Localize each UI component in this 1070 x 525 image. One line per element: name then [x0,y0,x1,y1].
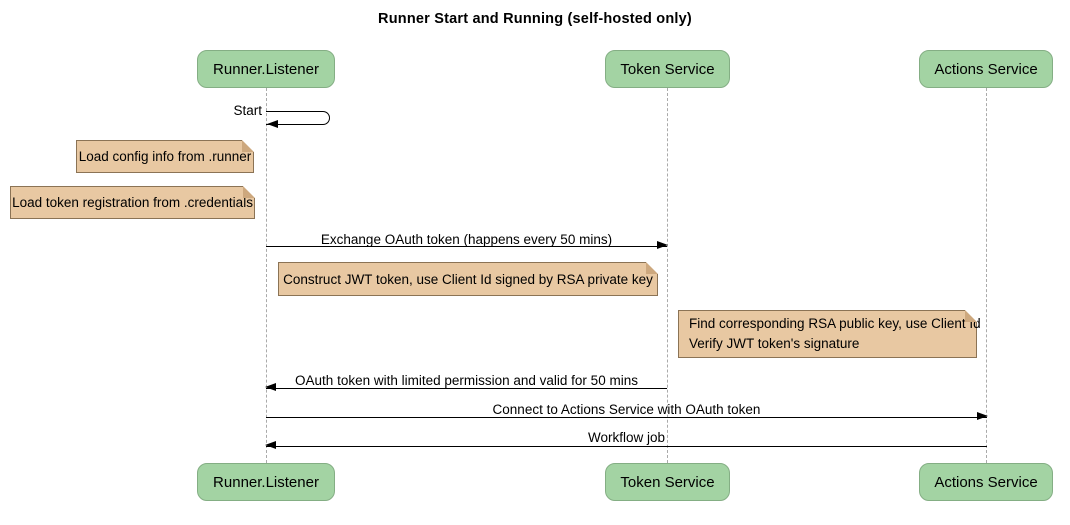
message-exchange-oauth-label: Exchange OAuth token (happens every 50 m… [320,232,613,247]
message-oauth-return-label: OAuth token with limited permission and … [295,373,638,388]
message-workflow-job-arrow [265,441,987,449]
arrowhead-left-icon [265,441,276,449]
note-text: Construct JWT token, use Client Id signe… [283,271,653,287]
arrowhead-right-icon [657,241,668,249]
note-text-line2: Verify JWT token's signature [689,336,860,351]
note-verify-jwt: Find corresponding RSA public key, use C… [678,310,981,358]
participant-actions-service-bottom: Actions Service [919,463,1053,501]
note-text: Load token registration from .credential… [12,195,253,210]
participant-runner-listener-top: Runner.Listener [197,50,335,88]
lifeline-actions-service [986,88,987,463]
participant-label: Runner.Listener [213,473,319,491]
participant-label: Token Service [620,60,715,78]
participant-label: Actions Service [934,60,1038,78]
message-oauth-return-arrow [265,383,667,391]
participant-actions-service-top: Actions Service [919,50,1053,88]
arrowhead-left-icon [267,120,278,128]
self-message-loop [266,111,330,125]
participant-label: Token Service [620,473,715,491]
diagram-title: Runner Start and Running (self-hosted on… [378,11,692,27]
note-text-line1: Find corresponding RSA public key, use C… [689,316,981,332]
participant-label: Actions Service [934,473,1038,491]
note-load-config: Load config info from .runner [76,140,254,173]
note-construct-jwt: Construct JWT token, use Client Id signe… [278,262,658,296]
participant-token-service-top: Token Service [605,50,730,88]
participant-token-service-bottom: Token Service [605,463,730,501]
message-workflow-job-label: Workflow job [587,430,666,445]
participant-label: Runner.Listener [213,60,319,78]
message-connect-label: Connect to Actions Service with OAuth to… [492,402,761,417]
message-connect-arrow [266,412,988,420]
lifeline-token-service [667,88,668,463]
arrowhead-right-icon [977,412,988,420]
message-exchange-oauth-arrow [266,241,668,249]
note-text: Load config info from .runner [78,149,252,164]
note-load-token-registration: Load token registration from .credential… [10,186,255,219]
lifeline-runner-listener [266,88,267,463]
participant-runner-listener-bottom: Runner.Listener [197,463,335,501]
arrowhead-left-icon [265,383,276,391]
message-start-label: Start [233,103,262,118]
